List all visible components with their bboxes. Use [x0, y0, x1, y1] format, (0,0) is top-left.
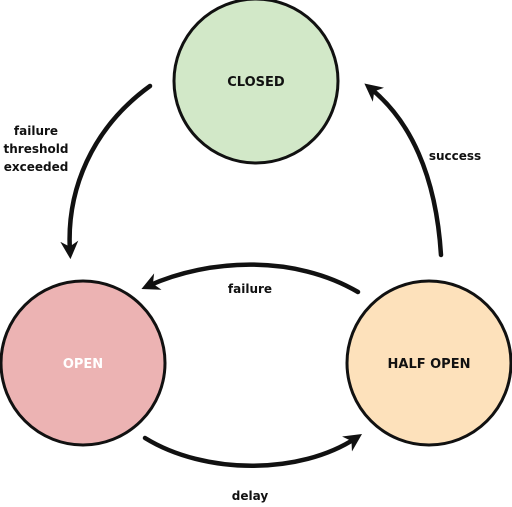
closed-circle — [172, 0, 340, 165]
label-failure: failure — [228, 282, 272, 296]
half-open-circle — [345, 279, 512, 447]
arrow-closed-to-open — [60, 83, 153, 260]
state-open: OPEN — [0, 279, 167, 447]
label-delay: delay — [232, 489, 269, 503]
closed-to-open-line-3: exceeded — [4, 160, 69, 174]
closed-label: CLOSED — [227, 75, 285, 90]
state-half-open: HALF OPEN — [345, 279, 512, 447]
closed-to-open-line-2: threshold — [4, 142, 69, 156]
open-label: OPEN — [63, 357, 103, 372]
half-open-label: HALF OPEN — [388, 357, 471, 372]
arrow-half-open-to-open — [141, 262, 361, 295]
arrow-half-open-to-closed — [364, 83, 444, 258]
open-circle — [0, 279, 167, 447]
arrow-open-to-half-open — [142, 434, 363, 468]
state-closed: CLOSED — [172, 0, 340, 165]
label-failure-threshold-exceeded: failure threshold exceeded — [4, 124, 69, 174]
label-success: success — [429, 149, 481, 163]
closed-to-open-line-1: failure — [14, 124, 58, 138]
